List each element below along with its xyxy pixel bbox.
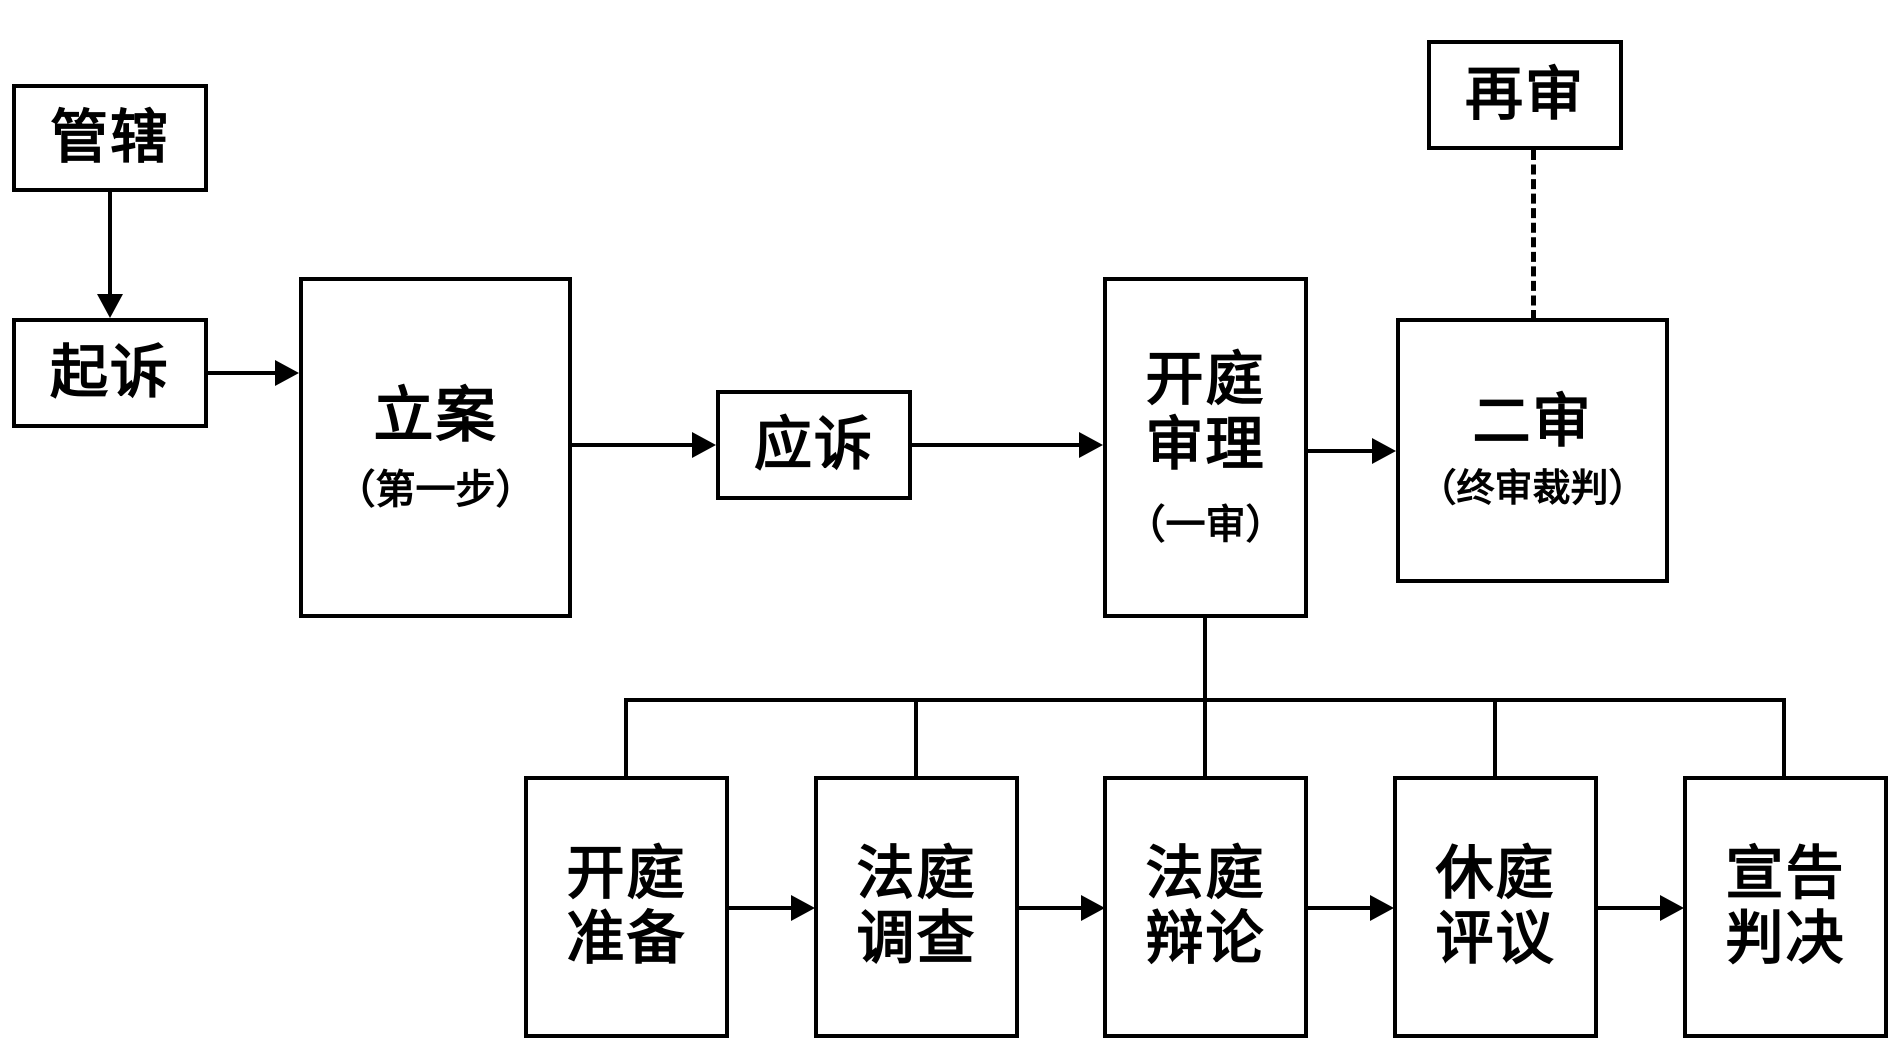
node-case-acceptance-sublabel: （第一步） <box>335 467 536 513</box>
node-responding-to-suit-label: 应诉 <box>753 411 874 477</box>
edge-yingsu-to-kaiting-line <box>912 443 1079 447</box>
edge-sub3-to-sub4-line <box>1598 906 1660 910</box>
edge-sub3-to-sub4-arrowhead <box>1660 895 1684 921</box>
edge-lian-to-yingsu-line <box>572 443 692 447</box>
node-substep-judgment-announcement-label: 宣告 判决 <box>1725 841 1846 971</box>
edge-sub0-to-sub1-arrowhead <box>791 895 815 921</box>
edge-sub2-to-sub3-arrowhead <box>1370 895 1394 921</box>
edge-kaiting-to-ershen-line <box>1308 449 1372 453</box>
bus-drop-substep-2 <box>1203 698 1207 778</box>
node-retrial[interactable]: 再审 <box>1427 40 1623 150</box>
node-substep-recess-deliberation[interactable]: 休庭 评议 <box>1393 776 1598 1038</box>
node-substep-judgment-announcement[interactable]: 宣告 判决 <box>1683 776 1888 1038</box>
node-retrial-label: 再审 <box>1464 61 1585 127</box>
node-substep-trial-preparation[interactable]: 开庭 准备 <box>524 776 729 1038</box>
node-second-instance-label: 二审 <box>1472 389 1593 455</box>
node-substep-court-debate[interactable]: 法庭 辩论 <box>1103 776 1308 1038</box>
edge-guanxia-to-qisu-line <box>108 192 112 294</box>
node-substep-court-investigation[interactable]: 法庭 调查 <box>814 776 1019 1038</box>
node-filing-suit[interactable]: 起诉 <box>12 318 208 428</box>
bus-drop-substep-0 <box>624 698 628 778</box>
edge-sub1-to-sub2-arrowhead <box>1081 895 1105 921</box>
bus-drop-substep-1 <box>914 698 918 778</box>
edge-sub0-to-sub1-line <box>729 906 791 910</box>
edge-lian-to-yingsu-arrowhead <box>692 432 716 458</box>
node-jurisdiction[interactable]: 管辖 <box>12 84 208 192</box>
node-court-trial-label: 开庭 审理 <box>1145 346 1266 477</box>
edge-sub1-to-sub2-line <box>1019 906 1081 910</box>
edge-qisu-to-lian-arrowhead <box>275 360 299 386</box>
node-second-instance[interactable]: 二审 （终审裁判） <box>1396 318 1669 583</box>
edge-kaiting-to-ershen-arrowhead <box>1372 438 1396 464</box>
node-filing-suit-label: 起诉 <box>49 339 170 405</box>
bus-drop-substep-3 <box>1493 698 1497 778</box>
bus-drop-from-kaiting <box>1203 618 1207 702</box>
node-second-instance-sublabel: （终审裁判） <box>1418 468 1647 511</box>
edge-zaishen-to-ershen-dashed <box>1531 150 1536 320</box>
node-substep-trial-preparation-label: 开庭 准备 <box>566 841 687 971</box>
edge-guanxia-to-qisu-arrowhead <box>97 294 123 318</box>
edge-sub2-to-sub3-line <box>1308 906 1370 910</box>
node-substep-recess-deliberation-label: 休庭 评议 <box>1435 841 1556 971</box>
node-court-trial[interactable]: 开庭 审理 （一审） <box>1103 277 1308 618</box>
node-substep-court-investigation-label: 法庭 调查 <box>856 841 977 971</box>
node-substep-court-debate-label: 法庭 辩论 <box>1145 841 1266 971</box>
edge-qisu-to-lian-line <box>208 371 275 375</box>
node-responding-to-suit[interactable]: 应诉 <box>716 390 912 500</box>
bus-drop-substep-4 <box>1782 698 1786 778</box>
node-court-trial-sublabel: （一审） <box>1125 502 1286 548</box>
edge-yingsu-to-kaiting-arrowhead <box>1079 432 1103 458</box>
node-case-acceptance[interactable]: 立案 （第一步） <box>299 277 572 618</box>
node-case-acceptance-label: 立案 <box>373 382 498 449</box>
node-jurisdiction-label: 管辖 <box>49 104 170 170</box>
